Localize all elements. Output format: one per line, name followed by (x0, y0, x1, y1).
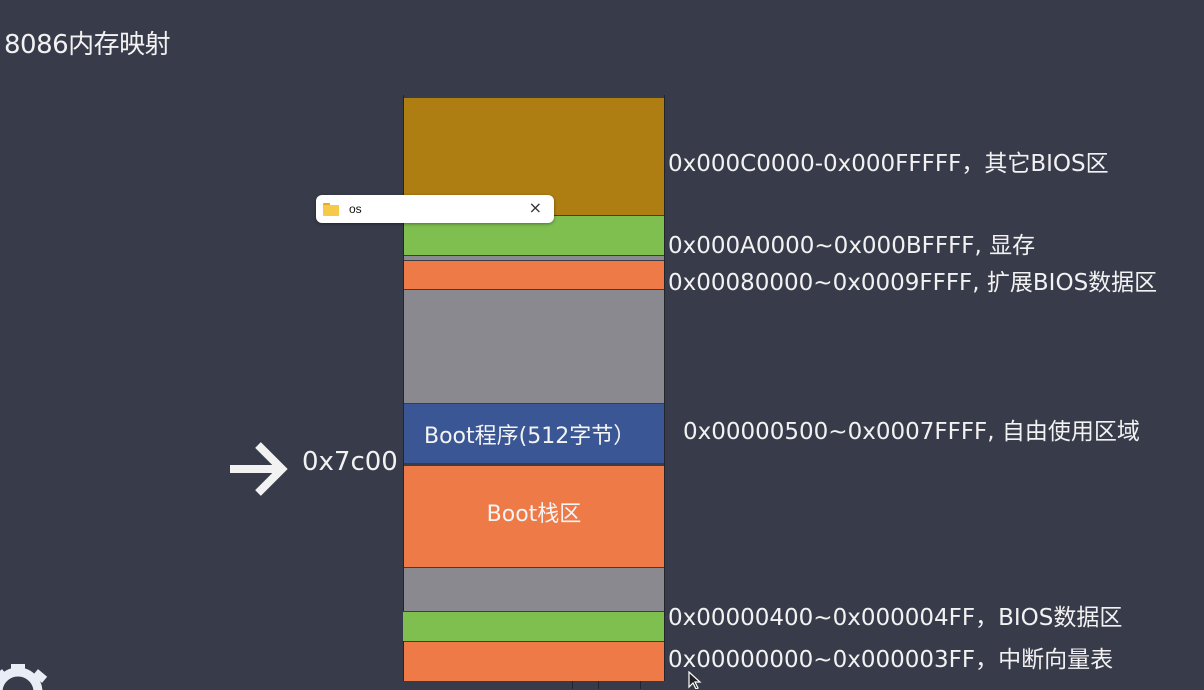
arrow-right-icon (230, 442, 288, 496)
label-interrupt-vector-table: 0x00000000~0x000003FF，中断向量表 (668, 647, 1114, 673)
close-icon[interactable]: × (528, 198, 542, 217)
mouse-cursor-icon (688, 671, 702, 689)
block-interrupt-vector-table (404, 641, 664, 681)
taskbar-tooltip[interactable]: os × (316, 195, 554, 223)
boot-address-marker: 0x7c00 (302, 447, 398, 477)
block-gap (404, 255, 664, 260)
label-bios-high: 0x000C0000-0x000FFFFF，其它BIOS区 (668, 151, 1109, 177)
gear-icon (0, 664, 48, 690)
label-video-memory: 0x000A0000~0x000BFFFF, 显存 (668, 233, 1036, 259)
block-extended-bios-data (404, 260, 664, 289)
label-bios-data: 0x00000400~0x000004FF，BIOS数据区 (668, 605, 1123, 631)
label-free-area: 0x00000500~0x0007FFFF, 自由使用区域 (683, 419, 1140, 445)
page-title: 8086内存映射 (4, 30, 171, 60)
memory-map-column: Boot程序(512字节） Boot栈区 (403, 95, 665, 681)
tooltip-label: os (349, 202, 362, 216)
block-boot-program: Boot程序(512字节） (404, 403, 664, 463)
block-boot-label: Boot程序(512字节） (424, 423, 636, 449)
block-free-lower (404, 567, 664, 611)
block-free-upper (404, 289, 664, 403)
block-stack-label: Boot栈区 (486, 502, 582, 527)
block-bios-data (403, 611, 664, 641)
folder-icon (323, 202, 339, 216)
block-boot-stack: Boot栈区 (404, 465, 664, 567)
column-tick (640, 681, 641, 689)
label-extended-bios-data: 0x00080000~0x0009FFFF, 扩展BIOS数据区 (668, 270, 1158, 296)
column-tick (598, 681, 599, 689)
column-tick (572, 681, 573, 689)
